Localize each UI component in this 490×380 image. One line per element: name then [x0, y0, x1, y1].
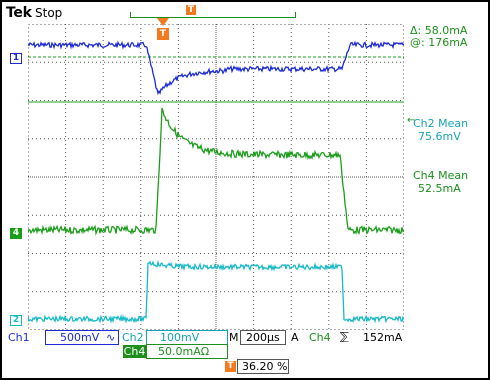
ch4-scale: 50.0mAΩ: [158, 345, 210, 358]
record-view-bar: [130, 12, 296, 18]
ch4-mean-label: Ch4 Mean: [413, 169, 469, 182]
trigger-level-arrow-icon: ←: [407, 115, 416, 126]
acquisition-status: Stop: [35, 6, 63, 20]
ch1-scale-box[interactable]: [45, 330, 119, 345]
horizontal-position-icon: T: [225, 361, 236, 372]
ch2-mean-label: Ch2 Mean: [413, 117, 469, 130]
ch2-label[interactable]: Ch2: [122, 331, 144, 344]
cursor-delta-readout: Δ: 58.0mA: [410, 24, 468, 37]
ch4-label[interactable]: Ch4: [123, 345, 146, 358]
center-axes: [28, 24, 404, 330]
horizontal-position-box[interactable]: [237, 359, 289, 374]
trigger-position-arrow-icon: [157, 18, 169, 26]
timebase-value: 200μs: [246, 331, 280, 344]
waveform-display: [28, 24, 404, 330]
ch2-waveform: [28, 259, 404, 324]
ch4-scale-box[interactable]: [146, 344, 228, 359]
ch1-waveform: [28, 40, 404, 96]
timebase-box[interactable]: [240, 330, 286, 345]
trigger-level: 152mA: [363, 331, 403, 344]
ch4-mean-value: 52.5mA: [418, 182, 461, 195]
trigger-slope-icon: ⅀: [340, 330, 349, 343]
ch2-mean-value: 75.6mV: [418, 130, 461, 143]
cursor-at-readout: @: 176mA: [410, 36, 468, 49]
horizontal-position: 36.20 %: [242, 360, 288, 373]
ch2-ground-marker[interactable]: 2: [10, 315, 22, 326]
trigger-source[interactable]: Ch4: [309, 331, 331, 344]
trigger-position-icon: T: [186, 5, 196, 15]
ch2-scale: 100mV: [160, 331, 200, 344]
ch1-label[interactable]: Ch1: [8, 331, 30, 344]
ch1-scale: 500mV: [60, 331, 100, 344]
timebase-mode: M: [229, 331, 239, 344]
ch4-ground-marker[interactable]: 4: [10, 228, 22, 239]
trigger-marker-icon: T: [157, 28, 169, 40]
ch1-coupling-icon: ∿: [106, 331, 116, 344]
brand-logo: Tek: [6, 5, 32, 21]
ch4-waveform: [28, 107, 404, 236]
trigger-type: A: [291, 331, 299, 344]
ch1-ground-marker[interactable]: 1: [10, 53, 22, 64]
waveforms: [28, 40, 404, 324]
